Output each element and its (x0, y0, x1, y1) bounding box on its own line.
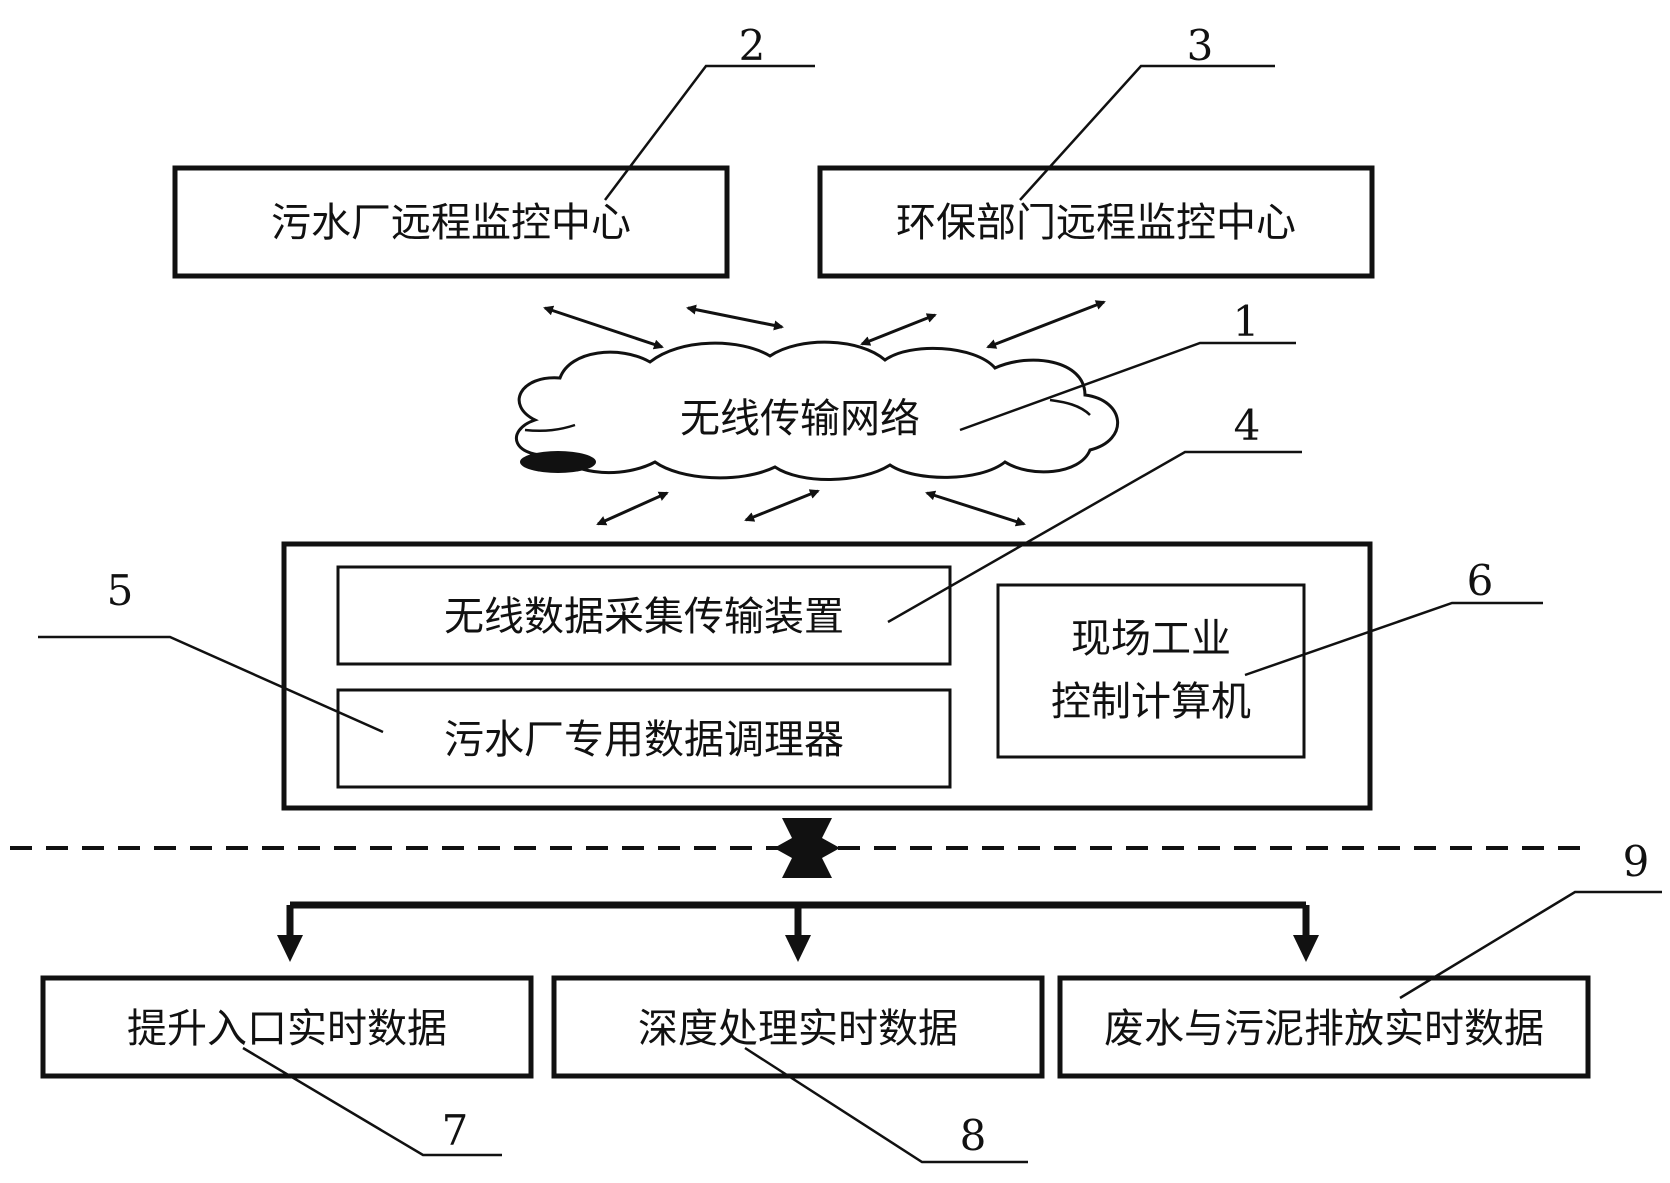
cloud-shadow (520, 451, 596, 473)
leader-6 (1244, 601, 1543, 677)
wireless-network-cloud: 无线传输网络 (515, 340, 1119, 481)
deep-treatment-data-box: 深度处理实时数据 (551, 975, 1045, 1079)
arrow-top-1 (543, 305, 664, 350)
env-dept-monitor-box: 环保部门远程监控中心 (817, 165, 1375, 279)
arrow-mid-1 (596, 491, 669, 526)
leader-8 (744, 1046, 1028, 1164)
industrial-computer-label-line1: 现场工业 (1071, 616, 1231, 662)
leader-5 (38, 635, 384, 734)
ref-number-9: 9 (1623, 837, 1650, 886)
plant-remote-monitor-box: 污水厂远程监控中心 (172, 165, 730, 279)
distribution-bus (277, 901, 1319, 962)
thick-connector-arrow (774, 818, 840, 878)
env-dept-monitor-label: 环保部门远程监控中心 (896, 200, 1296, 246)
ref-number-7: 7 (442, 1106, 469, 1155)
ref-number-5: 5 (107, 566, 134, 615)
middle-arrows (596, 489, 1026, 527)
arrow-down-1 (277, 935, 303, 962)
wireless-acquisition-device-label: 无线数据采集传输装置 (444, 594, 844, 640)
inlet-data-label: 提升入口实时数据 (127, 1006, 447, 1052)
industrial-computer-label-line2: 控制计算机 (1051, 679, 1251, 725)
ref-number-6: 6 (1467, 556, 1494, 605)
arrow-top-2 (686, 304, 784, 331)
leader-3 (1019, 64, 1275, 201)
ref-number-1: 1 (1233, 297, 1260, 346)
ref-number-3: 3 (1187, 21, 1214, 70)
leader-2 (604, 64, 815, 201)
leader-1 (959, 341, 1296, 432)
wireless-acquisition-device-box: 无线数据采集传输装置 (336, 565, 952, 666)
field-station-box: 无线数据采集传输装置 污水厂专用数据调理器 现场工业 控制计算机 (281, 541, 1373, 811)
arrow-mid-3 (925, 490, 1026, 527)
arrow-down-3 (1293, 935, 1319, 962)
leader-4 (887, 450, 1302, 624)
arrow-down-2 (785, 935, 811, 962)
discharge-data-box: 废水与污泥排放实时数据 (1057, 975, 1591, 1079)
leader-9 (1399, 890, 1662, 1000)
ref-number-2: 2 (739, 21, 766, 70)
discharge-data-label: 废水与污泥排放实时数据 (1104, 1006, 1544, 1052)
top-arrows (543, 300, 1106, 350)
wireless-network-label: 无线传输网络 (680, 396, 920, 442)
arrow-mid-2 (744, 489, 820, 522)
plant-remote-monitor-label: 污水厂远程监控中心 (271, 200, 631, 246)
arrow-top-4 (986, 300, 1106, 349)
ref-number-8: 8 (960, 1111, 987, 1160)
ref-number-4: 4 (1234, 401, 1261, 450)
data-conditioner-box: 污水厂专用数据调理器 (336, 688, 952, 789)
inlet-data-box: 提升入口实时数据 (40, 975, 534, 1079)
reference-labels: 1 2 3 4 5 6 7 8 9 (38, 21, 1662, 1164)
arrow-top-3 (860, 313, 937, 346)
data-conditioner-label: 污水厂专用数据调理器 (444, 717, 844, 763)
leader-7 (242, 1046, 502, 1157)
deep-treatment-data-label: 深度处理实时数据 (638, 1006, 958, 1052)
